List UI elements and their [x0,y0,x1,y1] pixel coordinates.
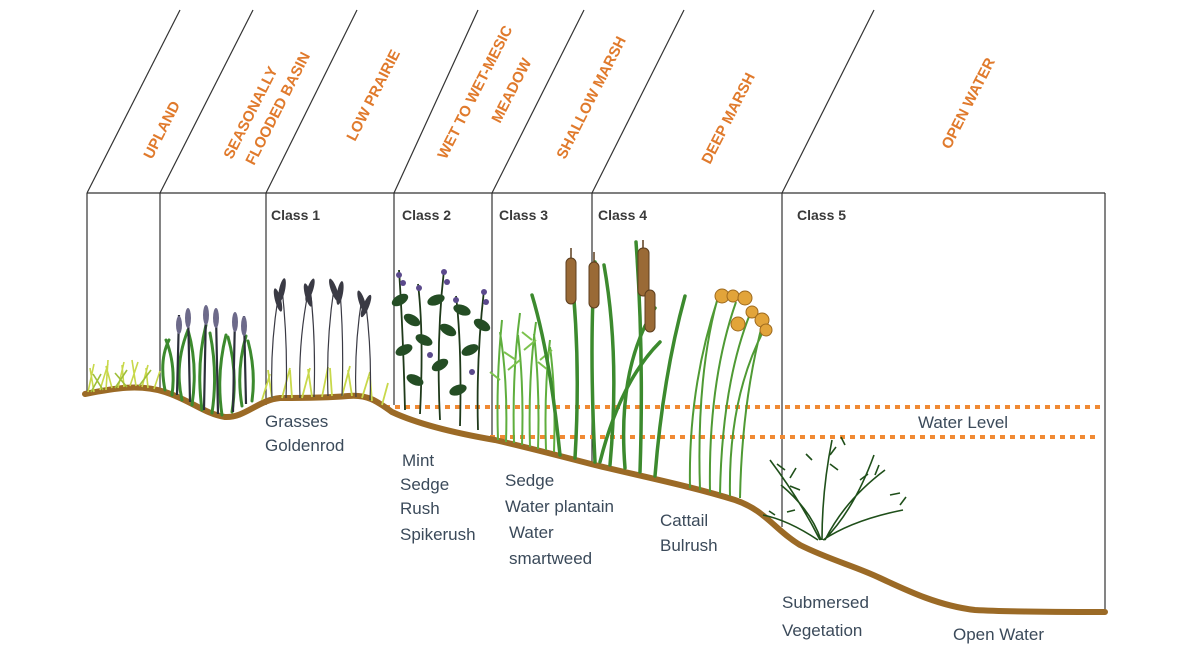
svg-text:Grasses: Grasses [265,412,328,431]
plant-group-class3: Sedge Water plantain Water smartweed [505,471,614,568]
plant-group-labels: Grasses Goldenrod Mint Sedge Rush Spiker… [265,412,869,640]
svg-text:Water plantain: Water plantain [505,497,614,516]
ground-profile [82,384,1108,615]
zone-label-seasonally-flooded-basin: SEASONALLY FLOODED BASIN [220,49,314,167]
class3-sedges [489,312,556,453]
class4-cattails [530,240,687,478]
svg-text:Vegetation: Vegetation [782,621,862,640]
class-label-4: Class 4 [598,207,647,223]
svg-text:Sedge: Sedge [400,475,449,494]
frame-lines [86,9,1106,612]
basin-plants [161,305,255,417]
zone-label-deep-marsh: DEEP MARSH [698,70,758,167]
water-level-label: Water Level [918,413,1008,432]
svg-text:Mint: Mint [402,451,434,470]
plant-group-class4: Cattail Bulrush [660,511,718,555]
zone-label-wet-meadow: WET TO WET-MESIC MEADOW [434,23,535,162]
svg-text:Bulrush: Bulrush [660,536,718,555]
svg-text:Spikerush: Spikerush [400,525,476,544]
open-water-label: Open Water [953,625,1044,644]
class-label-3: Class 3 [499,207,548,223]
class-label-1: Class 1 [271,207,320,223]
svg-text:Rush: Rush [400,499,440,518]
water-level-lines [385,405,1100,439]
zone-label-low-prairie: LOW PRAIRIE [343,47,404,144]
svg-text:Sedge: Sedge [505,471,554,490]
class2-mint-plants [391,269,491,431]
plant-group-class1: Grasses Goldenrod [265,412,344,455]
svg-text:smartweed: smartweed [509,549,592,568]
vegetation [87,240,907,541]
zone-label-upland: UPLAND [140,98,184,162]
svg-text:Submersed: Submersed [782,593,869,612]
svg-text:Cattail: Cattail [660,511,708,530]
svg-text:Water: Water [509,523,554,542]
upland-grass [87,359,161,393]
class5-submersed-vegetation [762,436,907,541]
prairie-grasses [261,278,389,406]
class-label-5: Class 5 [797,207,846,223]
plant-group-class2: Mint Sedge Rush Spikerush [400,451,476,544]
class-labels: Class 1 Class 2 Class 3 Class 4 Class 5 [271,207,846,223]
zone-label-shallow-marsh: SHALLOW MARSH [553,34,629,162]
class4-bulrush [688,288,773,499]
zone-label-open-water: OPEN WATER [938,55,998,152]
svg-text:Goldenrod: Goldenrod [265,436,344,455]
class-label-2: Class 2 [402,207,451,223]
plant-group-class5: Submersed Vegetation [782,593,869,640]
zone-labels: UPLAND SEASONALLY FLOODED BASIN LOW PRAI… [140,23,998,168]
